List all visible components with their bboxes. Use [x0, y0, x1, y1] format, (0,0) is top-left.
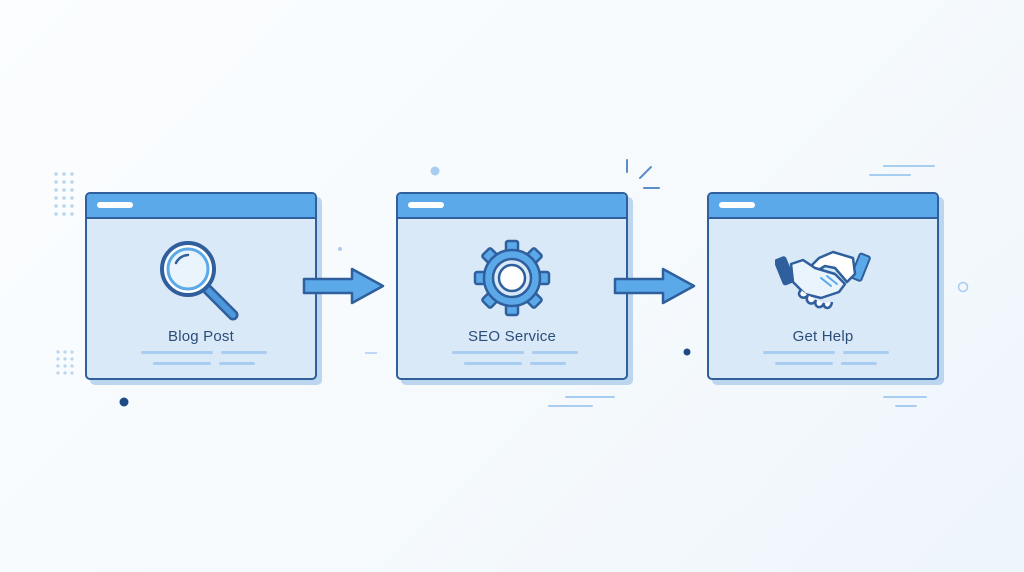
placeholder-line: [219, 362, 255, 365]
accent-dot: [430, 166, 440, 176]
placeholder-line: [452, 351, 524, 354]
dot-grid-left: [54, 172, 74, 216]
titlebar-pill: [97, 202, 133, 208]
speed-lines-top-right: [869, 165, 935, 176]
handshake-icon: [775, 250, 871, 310]
speed-lines-bottom-right: [883, 396, 927, 407]
titlebar-pill: [408, 202, 444, 208]
step-label: SEO Service: [467, 328, 557, 345]
placeholder-line: [532, 351, 578, 354]
ring-dot: [957, 281, 969, 293]
placeholder-line: [141, 351, 213, 354]
placeholder-line: [841, 362, 877, 365]
accent-dot: [338, 247, 342, 251]
placeholder-line: [530, 362, 566, 365]
gear-icon: [473, 239, 551, 317]
sparkle-lines: [626, 159, 660, 189]
magnifying-glass-icon: [160, 241, 239, 321]
step-card-get-help: Get Help: [707, 192, 939, 380]
step-label: Blog Post: [167, 328, 234, 345]
placeholder-line: [153, 362, 211, 365]
placeholder-line: [464, 362, 522, 365]
speed-lines-bottom-middle: [548, 396, 615, 407]
placeholder-line: [221, 351, 267, 354]
dot-grid-left-lower: [56, 350, 74, 375]
accent-dot: [683, 348, 691, 356]
flow-arrow-right-icon: [302, 267, 385, 305]
titlebar-pill: [719, 202, 755, 208]
placeholder-line: [763, 351, 835, 354]
window-titlebar: [709, 194, 937, 219]
flow-arrow-right-icon: [613, 267, 696, 305]
window-titlebar: [398, 194, 626, 219]
step-card-seo-service: SEO Service: [396, 192, 628, 380]
placeholder-line: [843, 351, 889, 354]
window-titlebar: [87, 194, 315, 219]
step-label: Get Help: [792, 328, 854, 345]
accent-dot: [119, 397, 129, 407]
step-card-blog-post: Blog Post: [85, 192, 317, 380]
placeholder-line: [775, 362, 833, 365]
